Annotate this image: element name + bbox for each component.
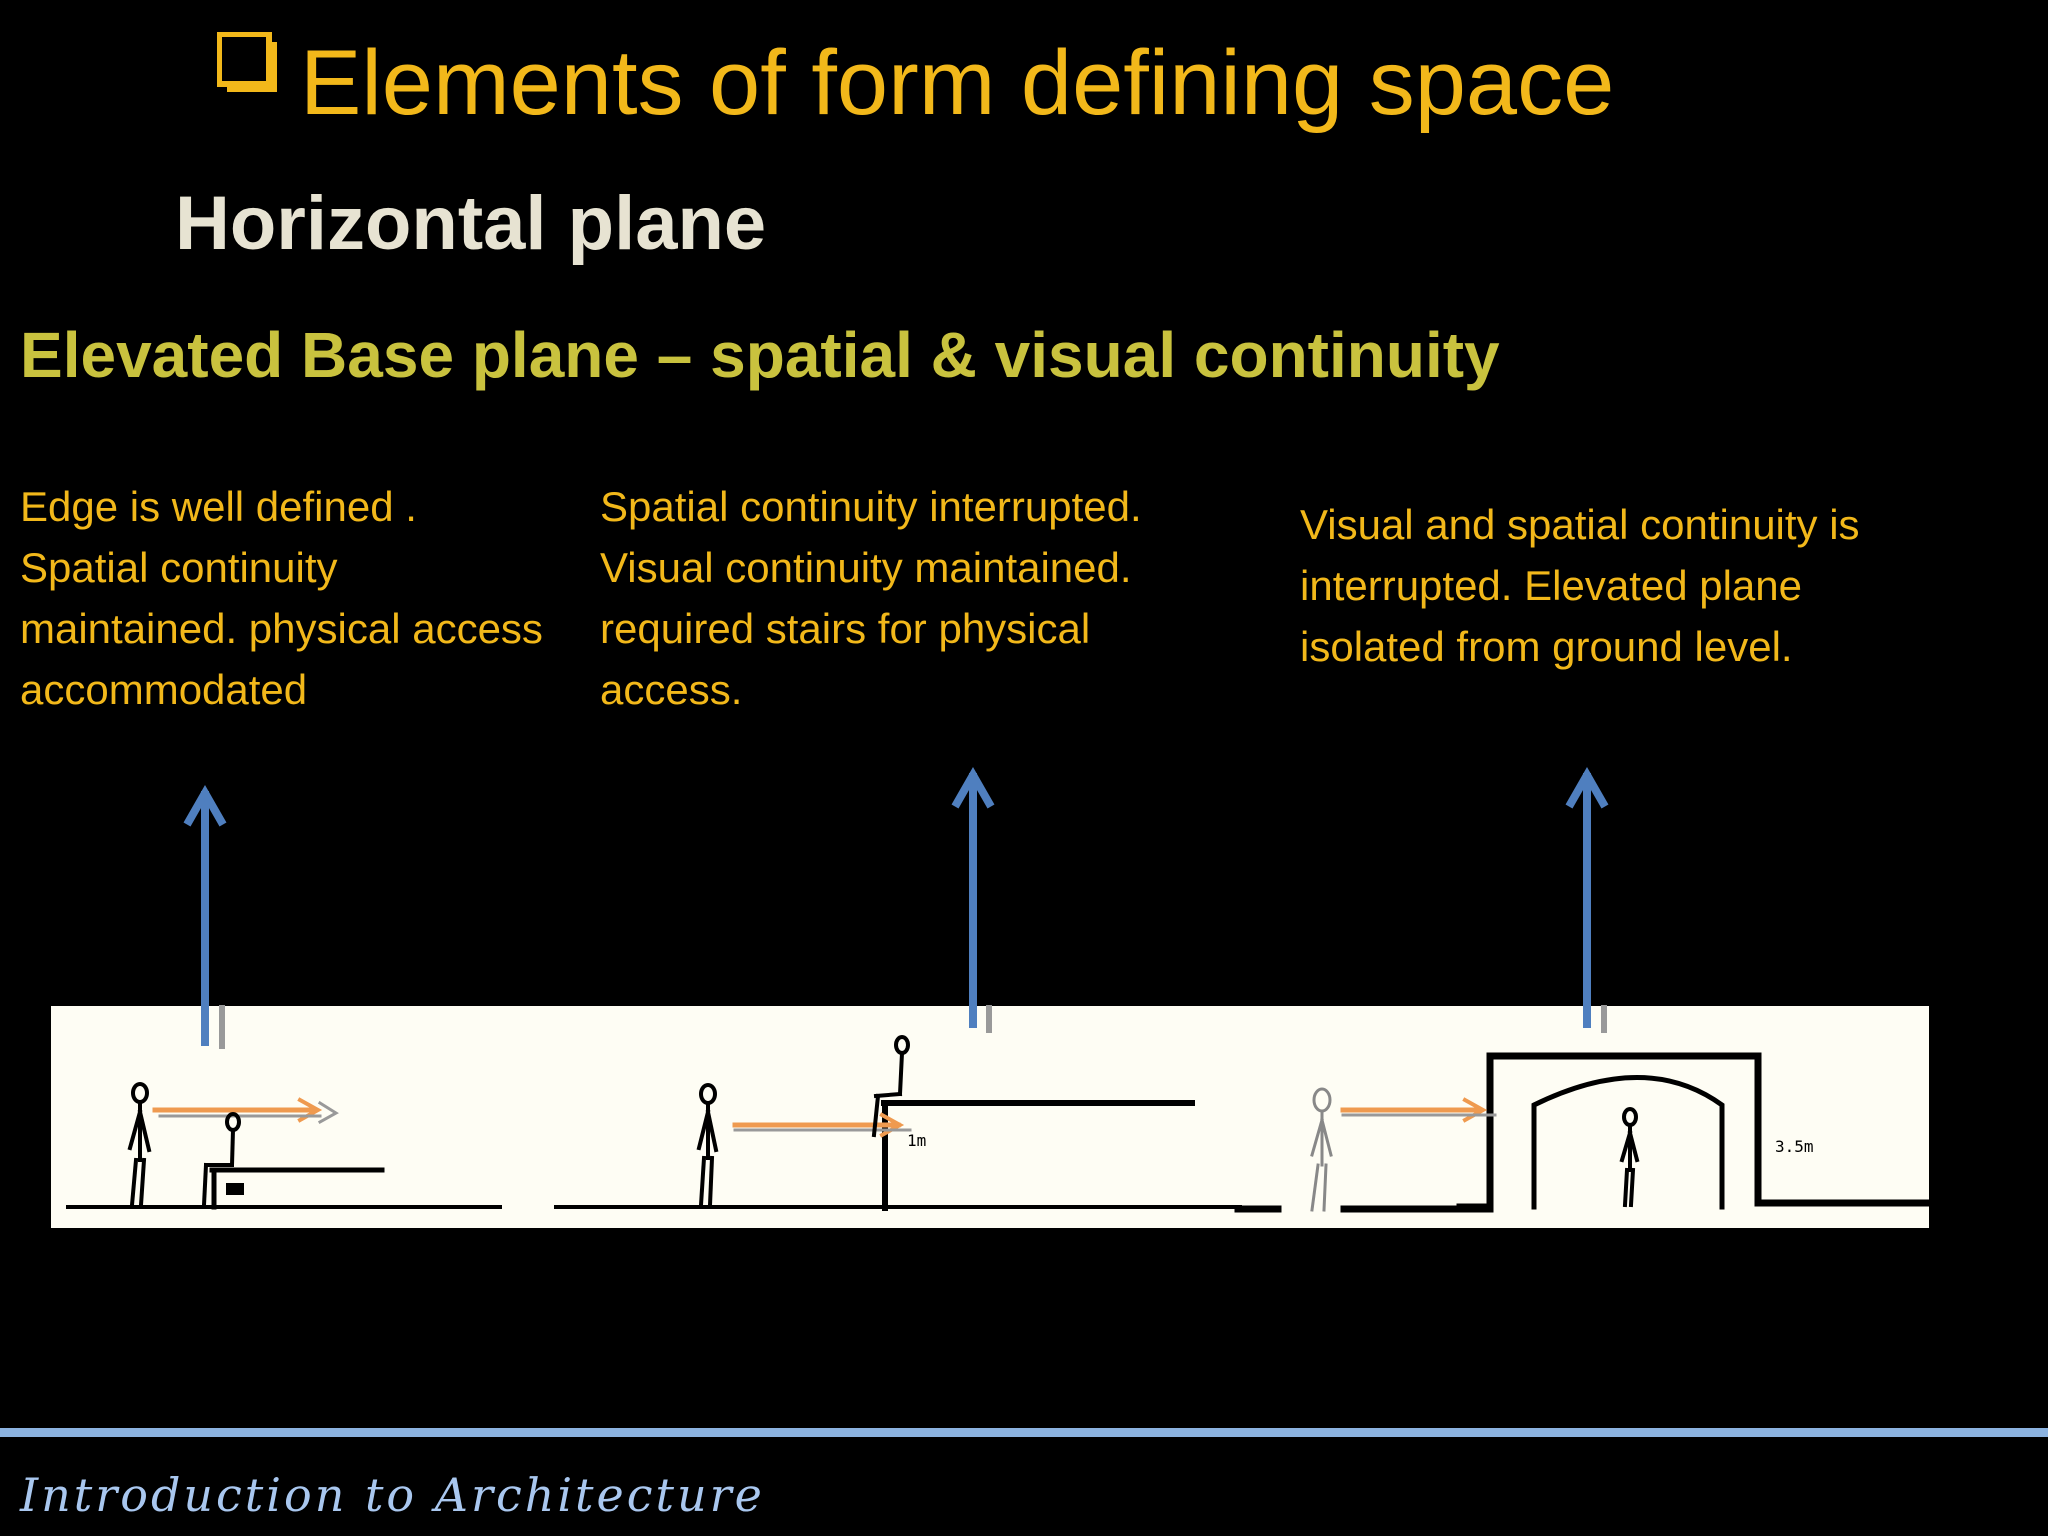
- section-heading: Elevated Base plane – spatial & visual c…: [20, 319, 1500, 391]
- bench-block: [226, 1183, 244, 1195]
- description-2-line: Spatial continuity interrupted.: [600, 483, 1142, 530]
- low-platform: [209, 1167, 385, 1210]
- sitting-figure-2: [871, 1035, 910, 1138]
- description-1-line: accommodated: [20, 666, 308, 713]
- standing-figure-2: [696, 1083, 719, 1208]
- height-label-1m: 1m: [907, 1131, 926, 1150]
- sight-arrow-2: [732, 1112, 912, 1138]
- footer-course-title: Introduction to Architecture: [20, 1468, 765, 1522]
- sight-arrow-3: [1340, 1097, 1497, 1123]
- mid-platform: [881, 1100, 1195, 1211]
- subtitle: Horizontal plane: [175, 181, 767, 266]
- description-2-line: access.: [600, 666, 743, 713]
- sight-arrow-1: [152, 1097, 339, 1125]
- standing-figure-4: [1619, 1107, 1640, 1208]
- description-1-line: Edge is well defined .: [20, 483, 417, 530]
- description-1-line: maintained. physical access: [20, 605, 543, 652]
- description-3-line: Visual and spatial continuity is: [1300, 501, 1860, 548]
- up-arrow-3: [1565, 766, 1609, 1028]
- description-1: Edge is well defined . Spatial continuit…: [20, 476, 543, 720]
- standing-figure-1: [127, 1082, 152, 1208]
- description-3-line: interrupted. Elevated plane: [1300, 562, 1803, 609]
- high-platform: [1456, 1052, 1932, 1213]
- height-label-3-5m: 3.5m: [1775, 1137, 1814, 1156]
- description-2: Spatial continuity interrupted. Visual c…: [600, 476, 1142, 720]
- section-diagram-panel: [51, 1006, 1929, 1228]
- page-title: Elements of form defining space: [300, 32, 1615, 134]
- sitting-figure-1: [201, 1112, 241, 1208]
- description-2-line: Visual continuity maintained.: [600, 544, 1132, 591]
- description-1-line: Spatial continuity: [20, 544, 338, 591]
- up-arrow-1: [183, 784, 227, 1046]
- standing-figure-3: [1310, 1087, 1333, 1212]
- description-2-line: required stairs for physical: [600, 605, 1091, 652]
- description-3-line: isolated from ground level.: [1300, 623, 1793, 670]
- description-3: Visual and spatial continuity is interru…: [1300, 494, 1860, 677]
- checkbox-bullet-icon: [217, 32, 277, 92]
- up-arrow-2: [951, 766, 995, 1028]
- arched-opening: [1531, 1075, 1725, 1210]
- footer-divider: [0, 1428, 2048, 1437]
